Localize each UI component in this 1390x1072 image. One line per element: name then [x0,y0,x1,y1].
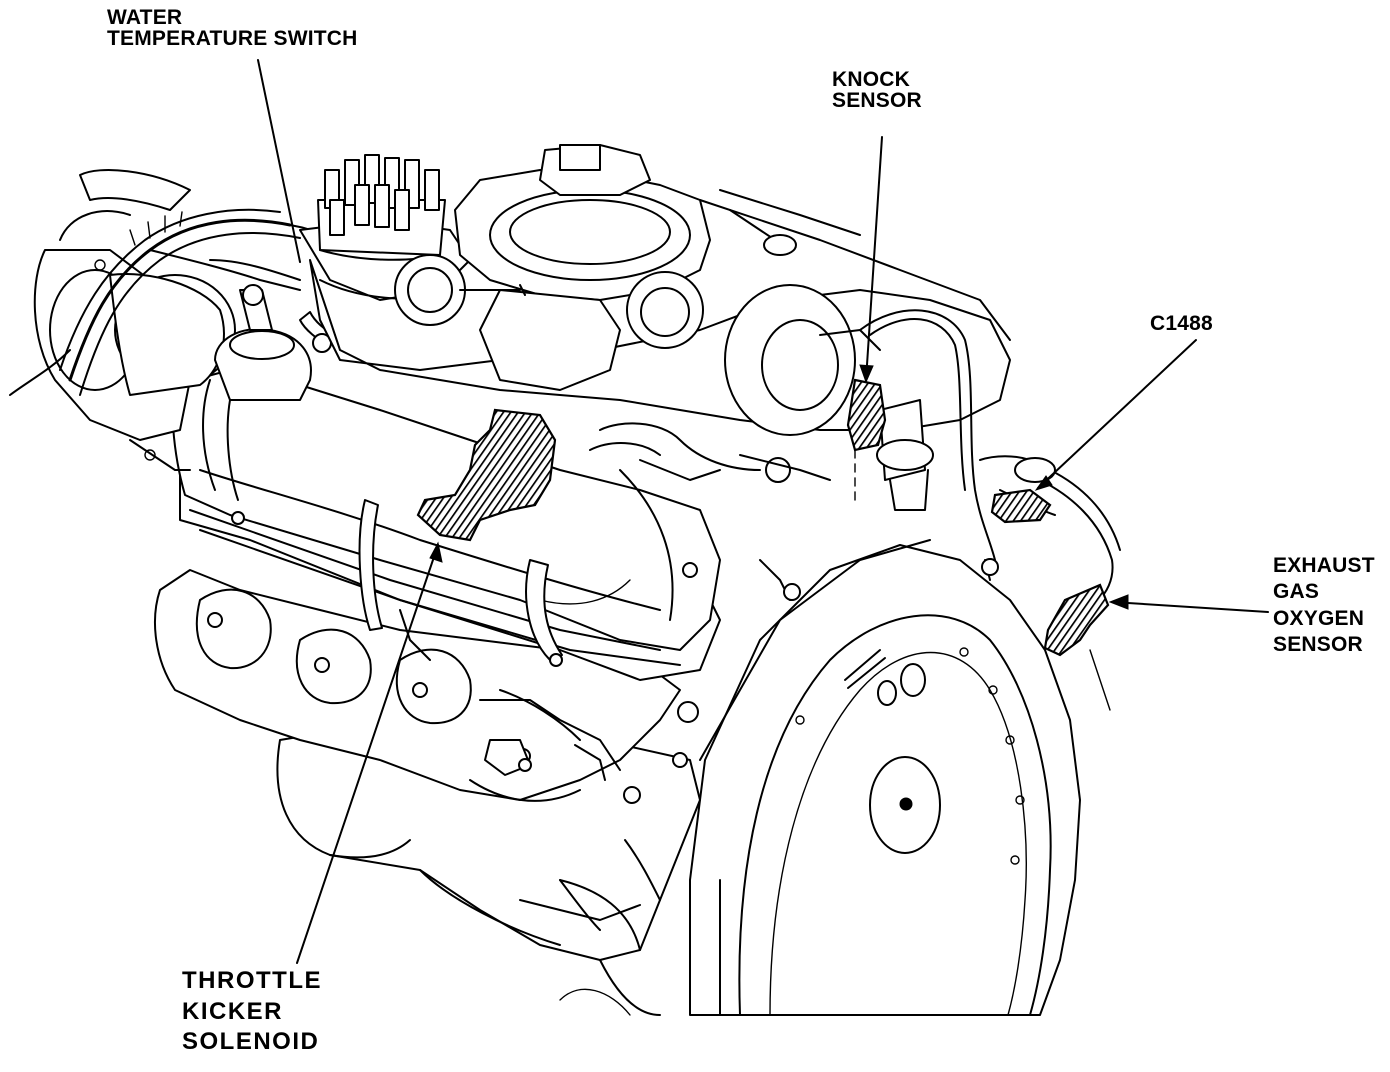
knock-sensor-component [846,378,887,452]
exhaust-manifold [154,569,681,802]
spark-plug-towers [324,154,440,236]
throttle-kicker-solenoid-line-2: KICKER [182,997,284,1025]
egr-valve [724,284,934,511]
water-temperature-switch-label: WATER TEMPERATURE SWITCH [107,7,358,49]
leader-lines [257,59,1269,964]
thermostat-housing [202,284,336,501]
front-accessories [9,169,236,471]
c1488-text: C1488 [1150,312,1213,335]
distributor [317,154,446,261]
throttle-kicker-solenoid-label: THROTTLE KICKER SOLENOID [182,966,322,1058]
throttle-kicker-solenoid-line-1: THROTTLE [182,967,322,994]
knock-sensor-line-2: SENSOR [832,89,922,112]
oxygen-sensor-component [1043,583,1110,657]
throttle-kicker-solenoid-component [416,408,557,542]
exhaust-gas-oxygen-sensor-label: EXHAUST GAS OXYGEN SENSOR [1273,553,1375,658]
c1488-label: C1488 [1150,313,1213,334]
engine-details [399,558,999,931]
water-temperature-switch-line-1: WATER [107,6,183,29]
exhaust-gas-oxygen-sensor-line-1: EXHAUST [1273,554,1375,577]
water-temperature-switch-line-2: TEMPERATURE SWITCH [107,27,358,50]
exhaust-gas-oxygen-sensor-line-2: GAS [1273,580,1320,604]
throttle-kicker-solenoid-line-3: SOLENOID [182,1028,320,1056]
exhaust-gas-oxygen-sensor-line-4: SENSOR [1273,632,1363,656]
knock-sensor-line-1: KNOCK [832,68,910,91]
oil-pan [276,719,701,1016]
flywheel [689,539,1081,1016]
wiring-harness [59,208,361,396]
knock-sensor-label: KNOCK SENSOR [832,69,922,111]
carburetor [394,144,797,391]
exhaust-gas-oxygen-sensor-line-3: OXYGEN [1273,606,1365,630]
c1488-connector [990,488,1052,524]
